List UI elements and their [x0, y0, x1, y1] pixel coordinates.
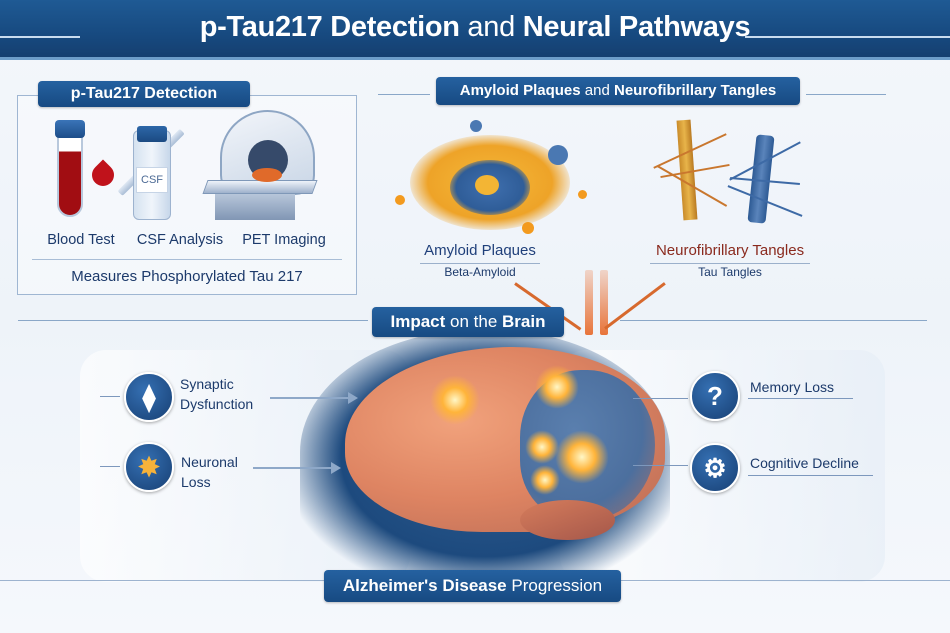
neuronal-loss-label: Neuronal Loss [181, 452, 238, 492]
footer-divider-right [620, 580, 950, 581]
footer-title: Alzheimer's Disease Progression [324, 570, 621, 602]
right-item-connector [633, 465, 688, 466]
neuronal-line1: Neuronal [181, 454, 238, 470]
spark-icon [535, 365, 579, 409]
detection-section-title: p-Tau217 Detection [38, 81, 250, 107]
memory-loss-underline [748, 398, 853, 399]
pathology-title-connector: and [584, 82, 610, 99]
amyloid-plaques-label: Amyloid Plaques [424, 242, 536, 259]
cognitive-decline-label: Cognitive Decline [750, 455, 859, 471]
spark-icon [555, 430, 609, 484]
amyloid-subtitle: Beta-Amyloid [444, 265, 516, 279]
impact-title-part-1: Impact [390, 312, 446, 331]
memory-loss-label: Memory Loss [750, 379, 835, 395]
pathology-section-title: Amyloid Plaques and Neurofibrillary Tang… [436, 77, 800, 105]
method-label-blood-test: Blood Test [47, 232, 115, 248]
synaptic-line1: Synaptic [180, 376, 234, 392]
amyloid-divider [420, 263, 540, 264]
header-banner: p-Tau217 Detection and Neural Pathways [0, 0, 950, 60]
left-item-connector [100, 396, 120, 397]
title-part-2: Neural Pathways [522, 11, 751, 43]
cerebellum [520, 500, 615, 540]
pathology-title-part-1: Amyloid Plaques [459, 82, 581, 99]
impact-divider-right [620, 320, 927, 321]
cognitive-decline-underline [748, 475, 873, 476]
neuronal-arrow [253, 462, 341, 474]
spark-icon [525, 430, 559, 464]
right-item-connector [633, 398, 688, 399]
title-connector: and [467, 11, 515, 43]
pathway-arrow-stem-left [585, 270, 593, 335]
impact-title-part-2: Brain [502, 312, 546, 331]
brain-scan-icon [252, 168, 282, 182]
pathology-title-part-2: Neurofibrillary Tangles [613, 82, 777, 99]
neuron-icon: ✸ [124, 442, 174, 492]
pathway-arrow-tau [604, 282, 666, 330]
head-gear-icon: ⚙ [690, 443, 740, 493]
footer-divider-left [0, 580, 330, 581]
impact-title-connector: on the [450, 312, 498, 331]
synaptic-line2: Dysfunction [180, 396, 254, 412]
synapse-icon: ⧫ [124, 372, 174, 422]
tangles-label: Neurofibrillary Tangles [655, 242, 805, 259]
neuronal-line2: Loss [181, 474, 211, 490]
synaptic-arrow [270, 392, 358, 404]
tangles-divider [650, 263, 810, 264]
tangles-subtitle: Tau Tangles [698, 265, 762, 279]
footer-title-bold: Alzheimer's Disease [342, 576, 507, 595]
spark-icon [530, 465, 560, 495]
left-item-connector [100, 466, 120, 467]
synaptic-dysfunction-label: Synaptic Dysfunction [180, 374, 253, 414]
detection-divider [32, 259, 342, 260]
impact-divider-left [18, 320, 368, 321]
title-part-1: p-Tau217 Detection [199, 11, 460, 43]
method-label-pet-imaging: PET Imaging [242, 232, 326, 248]
footer-title-thin: Progression [511, 576, 603, 595]
head-question-icon: ? [690, 371, 740, 421]
pathway-arrow-stem-right [600, 270, 608, 335]
method-label-csf-analysis: CSF Analysis [136, 232, 224, 248]
pathology-divider-left [378, 94, 430, 95]
header-divider-left [0, 36, 80, 38]
page-title: p-Tau217 Detection and Neural Pathways [0, 11, 950, 44]
spark-icon [430, 375, 480, 425]
vial-label: CSF [136, 167, 168, 193]
pathology-divider-right [806, 94, 886, 95]
header-divider-right [745, 36, 950, 38]
detection-footer-text: Measures Phosphorylated Tau 217 [71, 268, 303, 285]
impact-section-title: Impact on the Brain [372, 307, 564, 337]
